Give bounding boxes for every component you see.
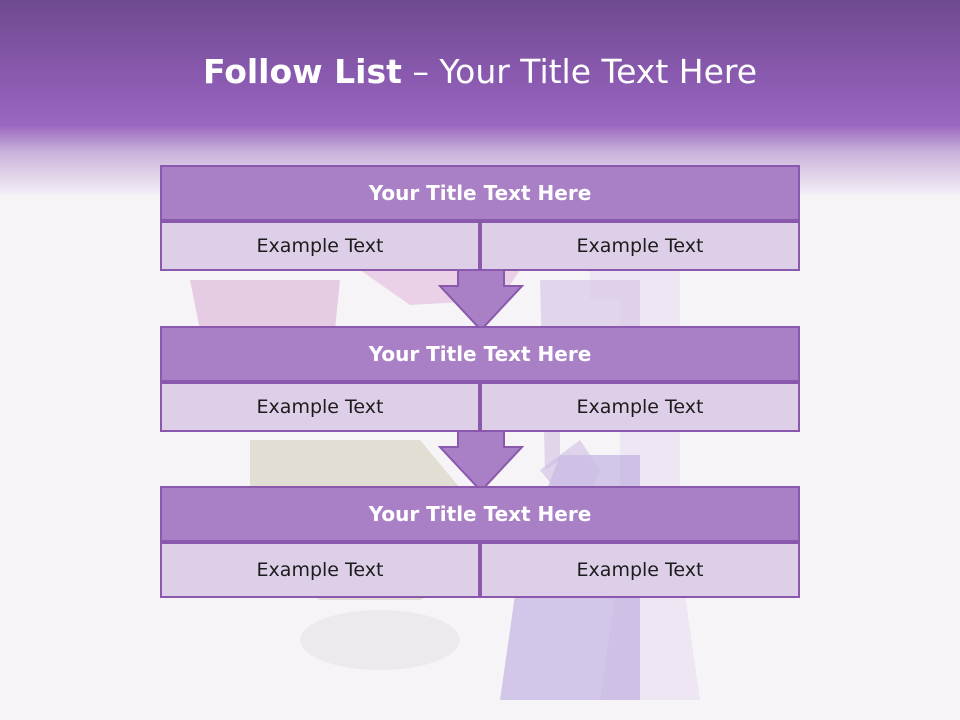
block-cell-right: Example Text [480, 382, 800, 432]
slide-title-rest: – Your Title Text Here [401, 52, 758, 91]
block-cell-right: Example Text [480, 542, 800, 598]
slide-title: Follow List – Your Title Text Here [0, 52, 960, 91]
block-title: Your Title Text Here [160, 165, 800, 221]
down-arrow-icon [438, 431, 524, 493]
block-cell-left: Example Text [160, 221, 480, 271]
down-arrow-icon [438, 270, 524, 332]
slide-title-bold: Follow List [202, 52, 402, 91]
block-cell-right: Example Text [480, 221, 800, 271]
block-cell-left: Example Text [160, 382, 480, 432]
block-title: Your Title Text Here [160, 326, 800, 382]
header-band [0, 0, 960, 195]
block-cell-left: Example Text [160, 542, 480, 598]
block-title: Your Title Text Here [160, 486, 800, 542]
